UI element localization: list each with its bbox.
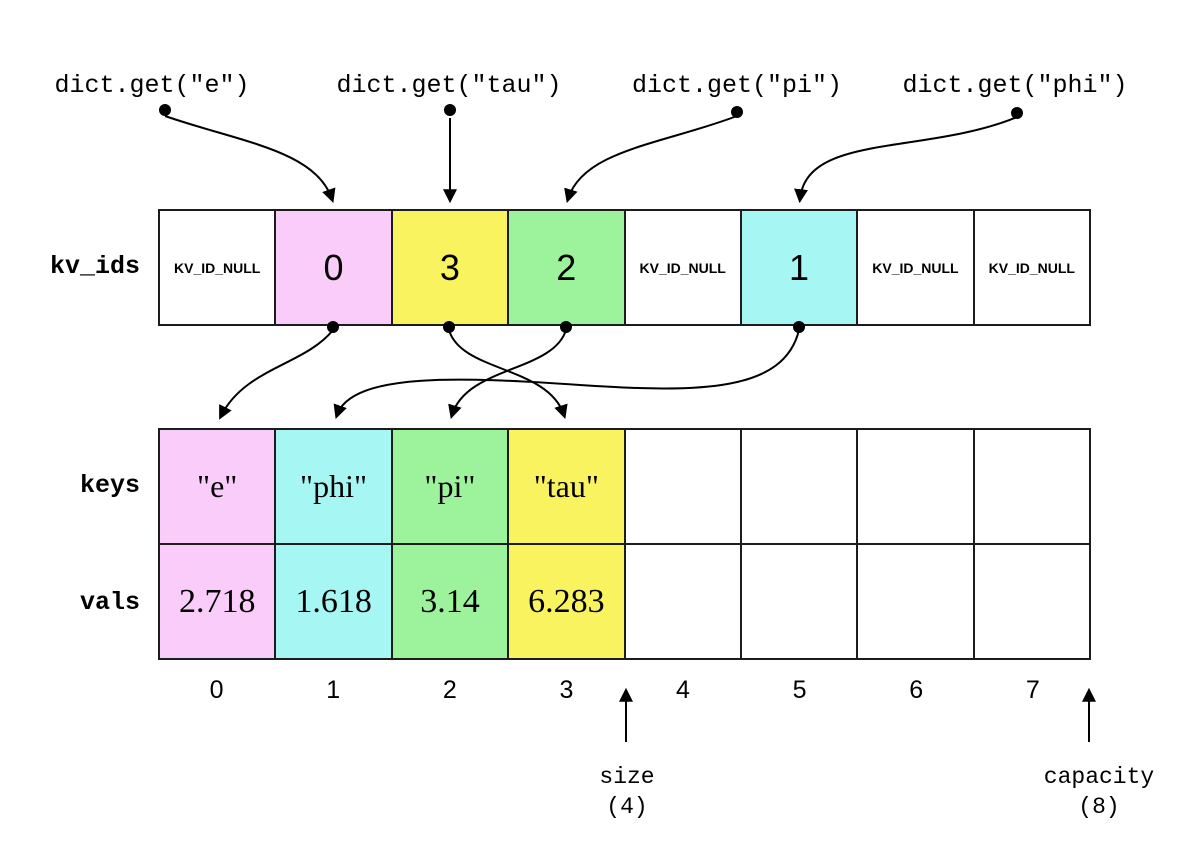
keys-cell-5 bbox=[741, 430, 859, 543]
kv-ids-cell-1: 0 bbox=[276, 211, 393, 324]
index-label-6: 6 bbox=[909, 676, 924, 704]
dict-get-call-2: dict.get("pi") bbox=[631, 71, 843, 100]
kv-ids-cell-6-value: KV_ID_NULL bbox=[872, 259, 959, 276]
keys-cell-2: "pi" bbox=[392, 430, 510, 543]
dot-get-tau bbox=[444, 104, 456, 116]
arrow-kvid-3-to-key-tau bbox=[448, 329, 568, 419]
kv-ids-cell-5-value: 1 bbox=[789, 246, 810, 288]
vals-cell-2: 3.14 bbox=[392, 545, 510, 658]
keys-cell-2-value: "pi" bbox=[424, 468, 476, 504]
index-label-1: 1 bbox=[326, 676, 341, 704]
keys-cell-1-value: "phi" bbox=[300, 468, 368, 504]
vals-cell-1: 1.618 bbox=[276, 545, 393, 658]
kv-ids-cell-5: 1 bbox=[741, 211, 859, 324]
kv-ids-cell-0: KV_ID_NULL bbox=[160, 211, 277, 324]
kv-ids-cell-4: KV_ID_NULL bbox=[625, 211, 742, 324]
kv-ids-cell-6: KV_ID_NULL bbox=[858, 211, 975, 324]
size-value: (4) bbox=[606, 794, 648, 820]
keys-row-label: keys bbox=[79, 471, 140, 500]
keys-cell-3-value: "tau" bbox=[533, 468, 599, 504]
index-label-2: 2 bbox=[442, 676, 457, 704]
index-label-4: 4 bbox=[676, 676, 690, 704]
dict-get-call-0: dict.get("e") bbox=[54, 71, 250, 100]
capacity-label: capacity bbox=[1043, 764, 1155, 790]
vals-cell-3-value: 6.283 bbox=[528, 582, 605, 620]
dot-get-phi bbox=[1011, 107, 1023, 119]
size-label: size bbox=[599, 764, 655, 790]
size-annotation: size (4) bbox=[599, 762, 654, 822]
keys-array: "e" "phi" "pi" "tau" bbox=[158, 428, 1091, 545]
keys-cell-1: "phi" bbox=[276, 430, 393, 543]
index-label-3: 3 bbox=[559, 676, 574, 704]
kv-ids-cell-4-value: KV_ID_NULL bbox=[639, 259, 726, 276]
vals-row-label: vals bbox=[79, 588, 140, 617]
index-label-5: 5 bbox=[792, 676, 807, 704]
arrow-get-pi-to-slot-3 bbox=[564, 115, 738, 204]
keys-cell-4 bbox=[625, 430, 742, 543]
arrow-kvid-0-to-key-e bbox=[219, 329, 334, 420]
keys-cell-0: "e" bbox=[160, 430, 277, 543]
kv-ids-cell-2-value: 3 bbox=[439, 246, 460, 288]
vals-cell-1-value: 1.618 bbox=[295, 582, 372, 620]
keys-cell-6 bbox=[858, 430, 975, 543]
dict-get-call-1: dict.get("tau") bbox=[336, 71, 562, 100]
keys-cell-0-value: "e" bbox=[197, 468, 238, 504]
kv-ids-cell-3: 2 bbox=[509, 211, 626, 324]
kv-ids-cell-1-value: 0 bbox=[323, 246, 344, 288]
capacity-annotation: capacity (8) bbox=[1044, 762, 1154, 822]
vals-cell-7 bbox=[974, 545, 1089, 658]
kv-ids-array: KV_ID_NULL 0 3 2 KV_ID_NULL 1 KV_ID_NULL KV_ID_… bbox=[158, 209, 1091, 326]
keys-cell-3: "tau" bbox=[509, 430, 626, 543]
index-label-7: 7 bbox=[1025, 676, 1040, 704]
arrow-kvid-2-to-key-pi bbox=[448, 329, 567, 420]
index-label-0: 0 bbox=[209, 676, 224, 704]
vals-cell-2-value: 3.14 bbox=[420, 582, 480, 620]
vals-cell-0: 2.718 bbox=[160, 545, 277, 658]
vals-cell-0-value: 2.718 bbox=[178, 582, 256, 620]
arrow-kvid-1-to-key-phi bbox=[333, 329, 800, 419]
kv-ids-cell-2: 3 bbox=[392, 211, 510, 324]
dot-get-pi bbox=[731, 106, 743, 118]
kv-ids-cell-7: KV_ID_NULL bbox=[974, 211, 1089, 324]
kv-ids-cell-3-value: 2 bbox=[556, 246, 577, 288]
keys-cell-7 bbox=[974, 430, 1089, 543]
kv-ids-row-label: kv_ids bbox=[49, 252, 140, 281]
vals-cell-4 bbox=[625, 545, 742, 658]
arrow-get-phi-to-slot-5 bbox=[794, 116, 1018, 204]
vals-array: 2.718 1.618 3.14 6.283 bbox=[158, 543, 1091, 660]
arrow-get-e-to-slot-1 bbox=[164, 115, 336, 203]
dict-get-call-3: dict.get("phi") bbox=[902, 71, 1128, 100]
vals-cell-6 bbox=[858, 545, 975, 658]
kv-ids-cell-7-value: KV_ID_NULL bbox=[988, 259, 1075, 276]
kv-ids-cell-0-value: KV_ID_NULL bbox=[174, 259, 261, 276]
capacity-value: (8) bbox=[1078, 794, 1120, 820]
vals-cell-3: 6.283 bbox=[509, 545, 626, 658]
dot-get-e bbox=[159, 104, 171, 116]
vals-cell-5 bbox=[741, 545, 859, 658]
